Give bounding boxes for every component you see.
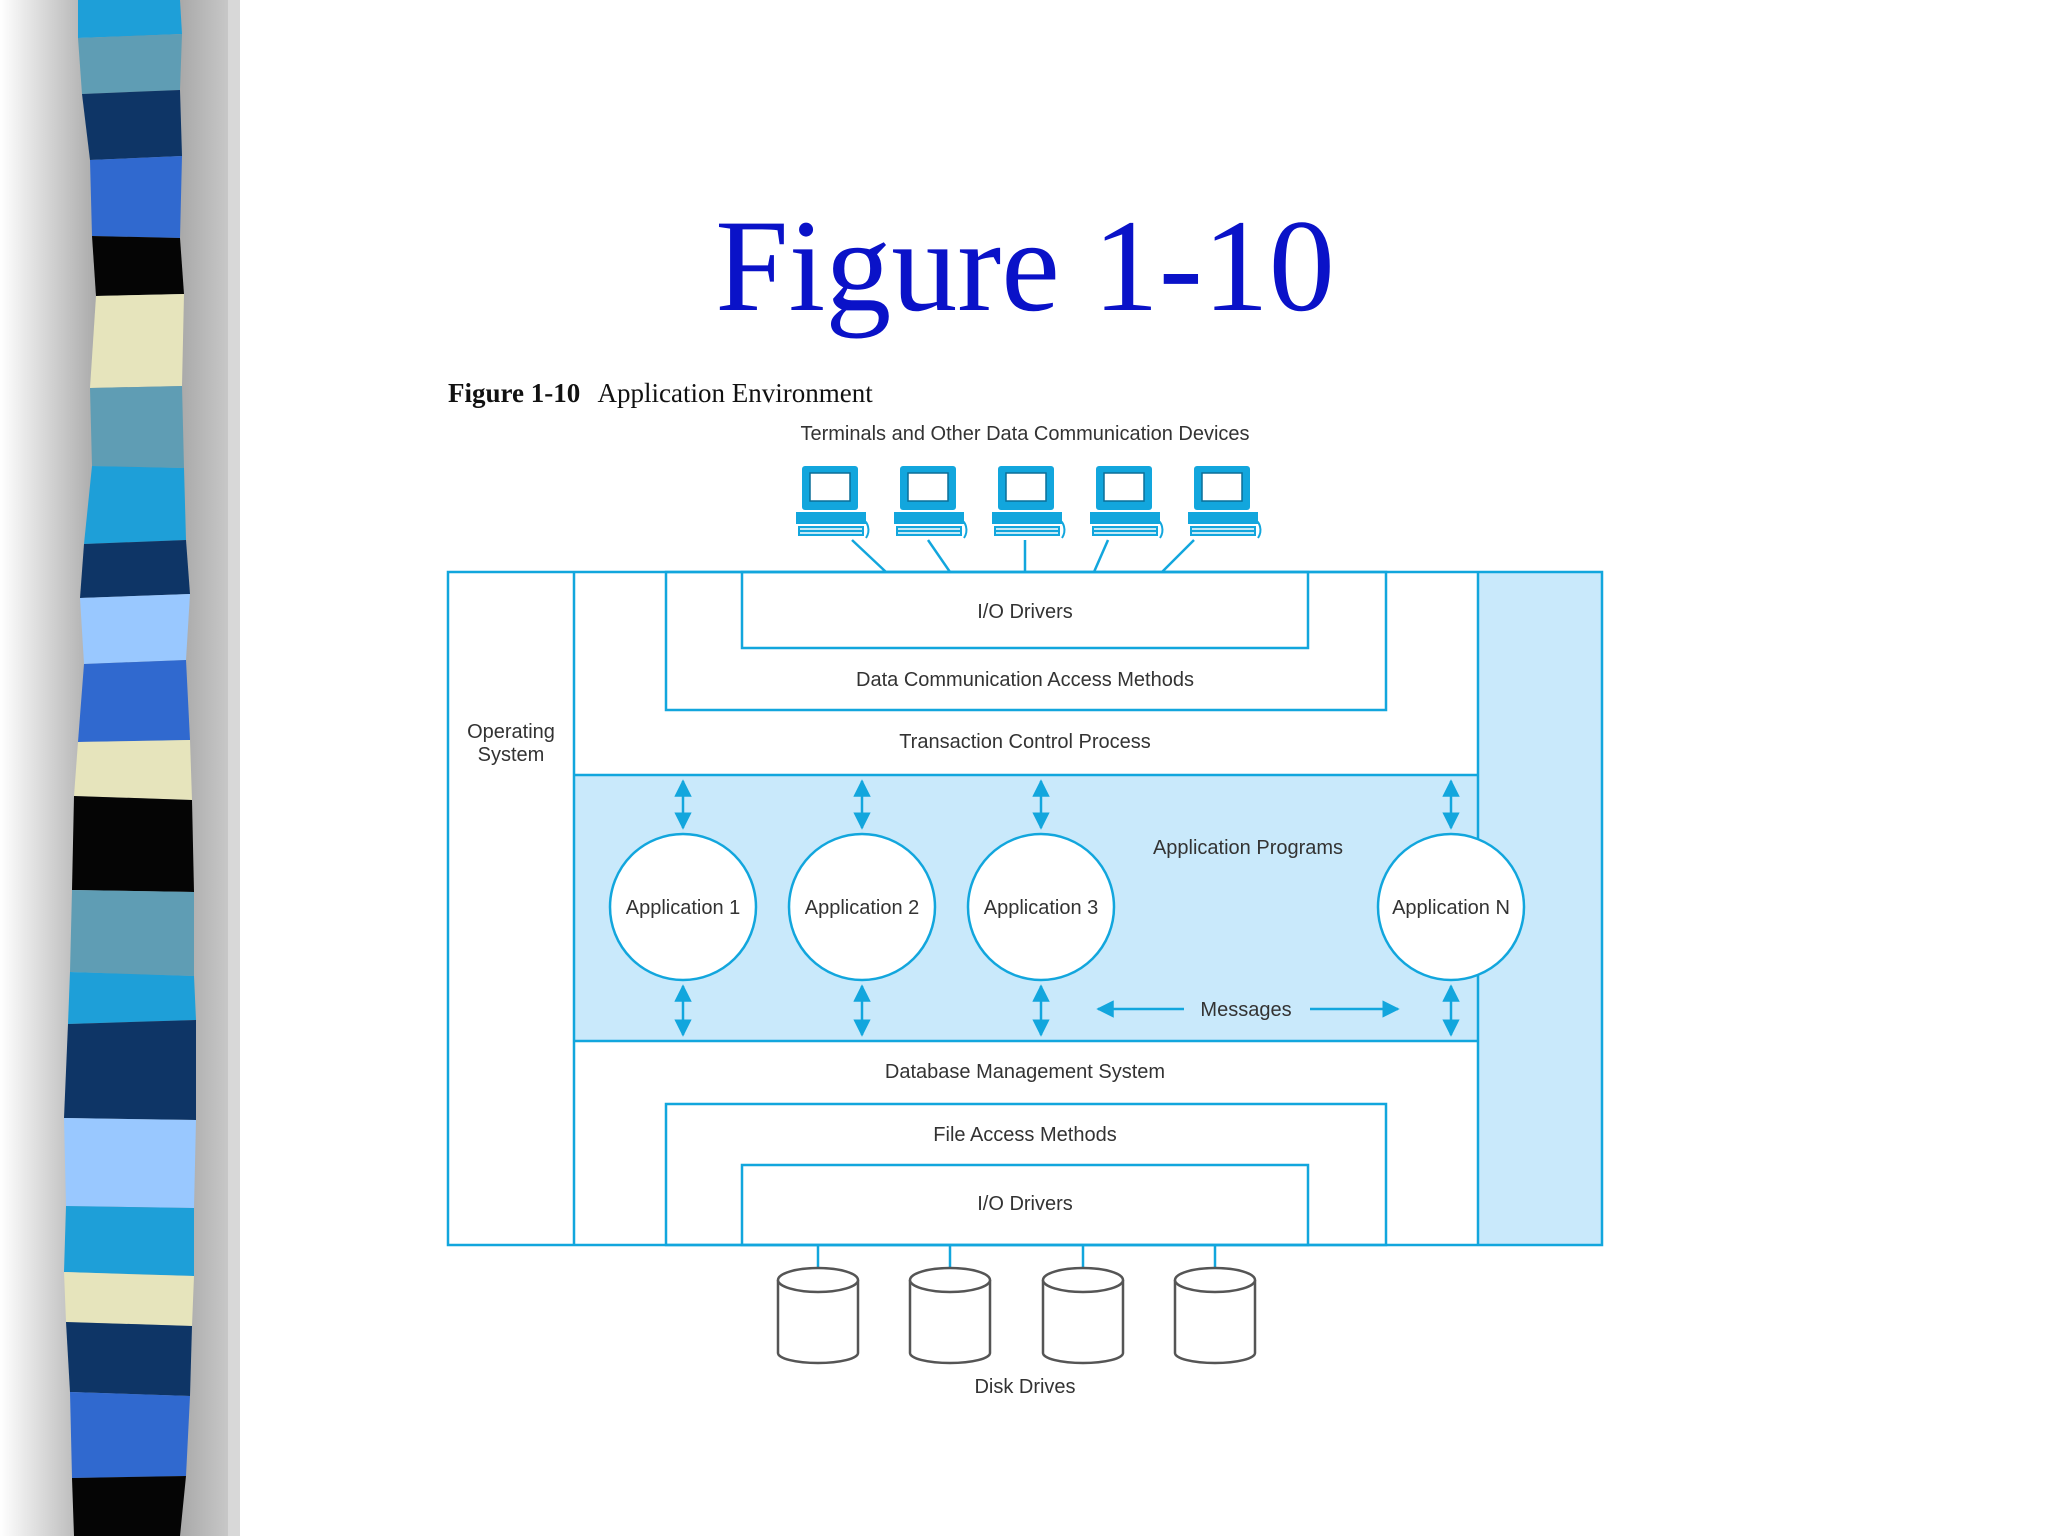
terminals: [795, 465, 1262, 539]
operating-system-label-line2: System: [478, 744, 545, 766]
terminal-icon: [795, 465, 870, 539]
terminals-label: Terminals and Other Data Communication D…: [800, 423, 1249, 445]
caption-text: Application Environment: [598, 378, 874, 408]
data-comm-access-methods-label: Data Communication Access Methods: [856, 669, 1194, 691]
slide-title: Figure 1-10: [715, 192, 1335, 339]
operating-system-label-line1: Operating: [467, 721, 555, 743]
top-io-drivers-label: I/O Drivers: [977, 601, 1073, 623]
database-management-system-label: Database Management System: [885, 1061, 1165, 1083]
disk-drive-icon: [908, 1266, 992, 1365]
transaction-control-process-label: Transaction Control Process: [899, 731, 1151, 753]
figure-caption: Figure 1-10 Application Environment: [448, 378, 873, 408]
application-2-label: Application 2: [805, 897, 920, 919]
bottom-io-drivers-box: [740, 1163, 1310, 1247]
disk-drive-icon: [776, 1266, 860, 1365]
terminal-icon: [893, 465, 968, 539]
decorative-stripe: [0, 0, 240, 1536]
file-access-methods-label: File Access Methods: [933, 1124, 1116, 1146]
disk-drive-icon: [1041, 1266, 1125, 1365]
disk-drive-icon: [1173, 1266, 1257, 1365]
messages-label: Messages: [1200, 999, 1291, 1021]
vertical-arrows: [674, 779, 1460, 1037]
top-io-drivers-box: [740, 570, 1310, 650]
application-circles: Application 1 Application 2 Application …: [608, 832, 1526, 982]
stripe-blocks: [64, 0, 196, 1536]
application-n-label: Application N: [1392, 897, 1510, 919]
caption-number: Figure 1-10: [448, 378, 580, 408]
terminal-icon: [1187, 465, 1262, 539]
application-3-label: Application 3: [984, 897, 1099, 919]
bottom-io-drivers-label: I/O Drivers: [977, 1193, 1073, 1215]
application-1-label: Application 1: [626, 897, 741, 919]
application-2-node: [787, 832, 937, 982]
disk-drives-label: Disk Drives: [974, 1376, 1075, 1398]
messages-indicator: Messages: [1096, 999, 1400, 1021]
terminal-connectors: [851, 539, 1195, 573]
disk-drives: [776, 1266, 1257, 1365]
terminal-icon: [1089, 465, 1164, 539]
terminal-icon: [991, 465, 1066, 539]
application-n-node: [1376, 832, 1526, 982]
application-1-node: [608, 832, 758, 982]
disk-connectors: [816, 1245, 1217, 1270]
application-programs-label: Application Programs: [1153, 837, 1343, 859]
application-3-node: [966, 832, 1116, 982]
